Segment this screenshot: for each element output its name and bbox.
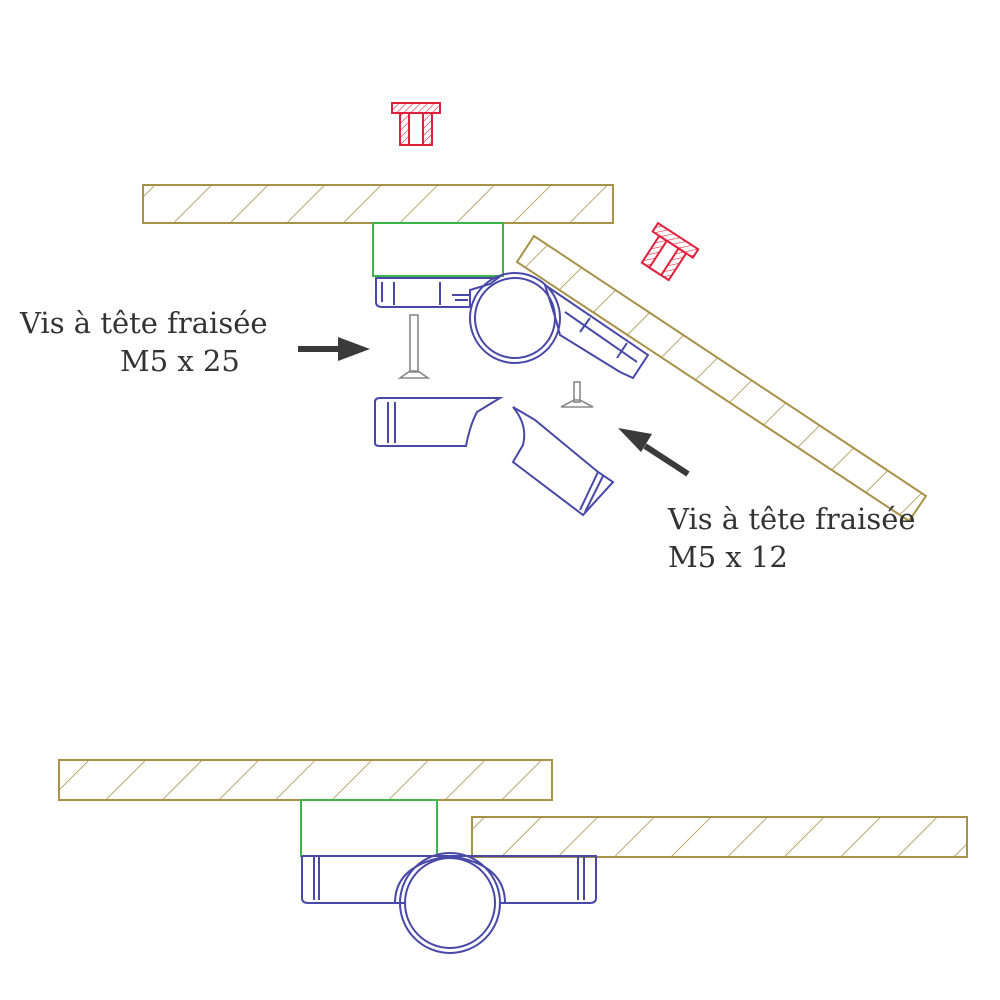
countersunk-screw-icon — [560, 381, 594, 408]
label-screw-short-line2: M5 x 12 — [668, 540, 788, 574]
label-screw-long-line2: M5 x 25 — [120, 344, 240, 378]
panel-upper-assembled — [58, 759, 553, 801]
arrow-right-icon — [298, 337, 370, 361]
label-screw-long: Vis à tête fraisée M5 x 25 — [20, 304, 268, 380]
threaded-insert-icon — [640, 221, 700, 282]
panel-tilted — [515, 234, 928, 523]
label-screw-short-line1: Vis à tête fraisée — [668, 502, 916, 536]
label-screw-short: Vis à tête fraisée M5 x 12 — [668, 500, 916, 576]
spacer-block-top — [372, 222, 504, 277]
panel-horizontal-top — [142, 184, 614, 224]
panel-lower-assembled — [471, 816, 968, 858]
tube-assembled — [399, 852, 501, 954]
label-screw-long-line1: Vis à tête fraisée — [20, 306, 268, 340]
clamp-upper-jaw — [375, 277, 501, 308]
arrow-up-left-icon — [618, 428, 690, 477]
clamp-assembled — [301, 854, 597, 904]
clamp-upper-jaw-tilted — [543, 282, 650, 380]
clamp-lower-jaw — [374, 397, 504, 447]
spacer-block-assembled — [300, 799, 438, 857]
threaded-insert-icon — [391, 102, 441, 146]
countersunk-screw-icon — [397, 314, 431, 379]
clamp-lower-jaw-tilted — [511, 406, 615, 517]
